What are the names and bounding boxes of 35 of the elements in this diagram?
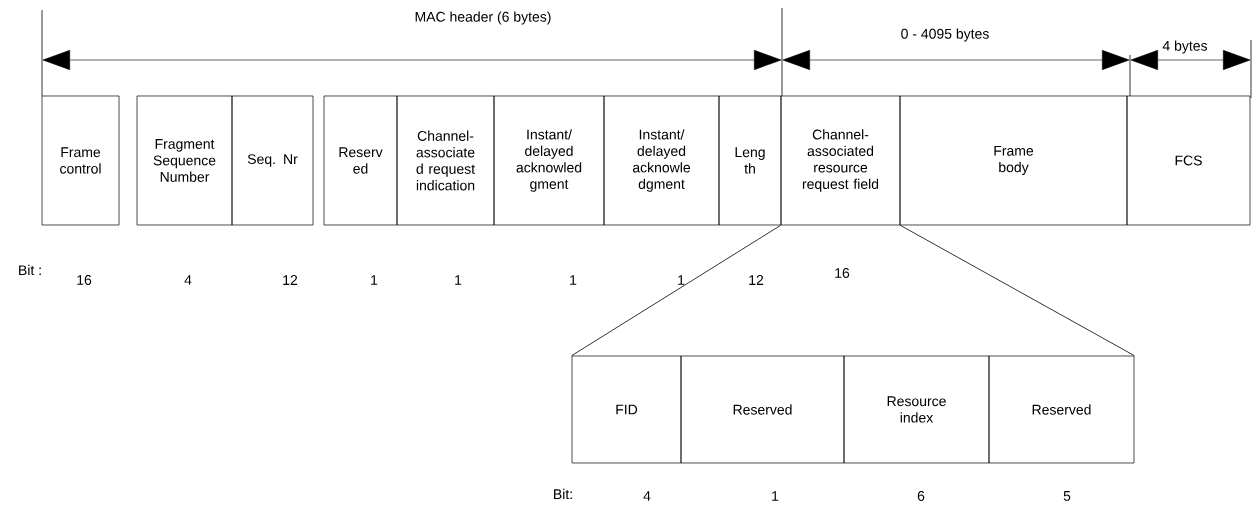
label-text: MAC header (6 bytes) — [415, 11, 551, 25]
label-text: 6 — [917, 491, 925, 501]
label-text: 12 — [749, 275, 764, 285]
field-box: Reserved — [988, 355, 1135, 464]
field-box: Instant/ delayed acknowle dgment — [603, 95, 720, 226]
label-text: 1 — [772, 491, 779, 501]
label-text: 1 — [371, 275, 378, 285]
field-box: Resource index — [843, 355, 990, 464]
label-text: 5 — [1063, 491, 1071, 501]
field-box: FCS — [1126, 95, 1251, 226]
label-text: 16 — [77, 275, 92, 285]
leader-line — [571, 224, 782, 357]
label-text: 4 — [184, 275, 192, 285]
field-box: FID — [571, 355, 682, 464]
label-text: 4 — [643, 491, 651, 501]
label-text: 1 — [570, 275, 577, 285]
field-box: Frame body — [899, 95, 1128, 226]
label-text: 1 — [455, 275, 462, 285]
label-text: 12 — [283, 275, 298, 285]
label-text: 16 — [835, 268, 850, 278]
label-text: 1 — [678, 275, 685, 285]
field-box: Fragment Sequence Number — [136, 95, 233, 226]
field-box: Seq. Nr — [231, 95, 314, 226]
field-box: Leng th — [718, 95, 782, 226]
label-text: Bit : — [19, 264, 41, 276]
label-text: 4 bytes — [1162, 40, 1208, 54]
field-box: Reserved — [680, 355, 845, 464]
field-box: Channel- associated resource request field — [780, 95, 901, 226]
leader-line — [899, 224, 1135, 357]
field-box: Instant/ delayed acknowled gment — [493, 95, 605, 226]
field-box: Frame control — [41, 95, 120, 226]
field-box: Reserv ed — [323, 95, 398, 226]
label-text: Bit: — [554, 488, 572, 500]
label-text: 0 - 4095 bytes — [901, 28, 989, 42]
field-box: Channel- associate d request indication — [396, 95, 495, 226]
